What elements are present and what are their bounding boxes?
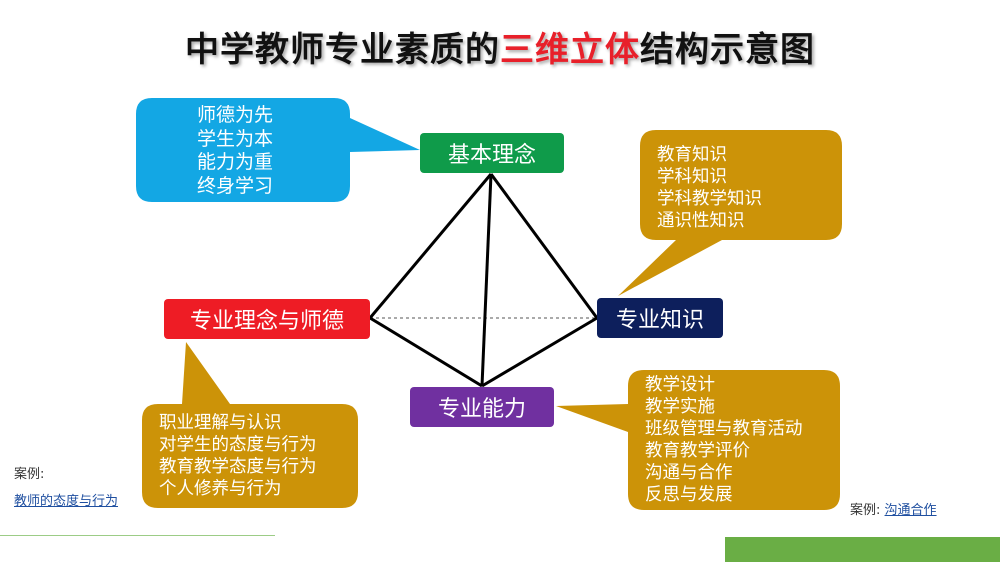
pyramid	[368, 173, 599, 388]
callout-bottom-right	[556, 370, 840, 510]
pyramid-edge	[480, 173, 493, 387]
page-title: 中学教师专业素质的三维立体结构示意图	[0, 22, 1000, 71]
callout-item: 教育教学评价	[645, 441, 750, 461]
node-professional-ability: 专业能力	[410, 387, 554, 427]
callout-top-right	[618, 130, 842, 296]
callout-bottom-right-text: 教学设计 教学实施 班级管理与教育活动 教育教学评价 沟通与合作 反思与发展	[645, 374, 803, 506]
pyramid-edge	[369, 316, 483, 388]
pyramid-edge	[368, 173, 493, 319]
callout-item: 对学生的态度与行为	[159, 435, 317, 455]
case-right-label: 案例:	[850, 503, 881, 518]
callout-item: 班级管理与教育活动	[645, 419, 803, 439]
case-left-link[interactable]: 教师的态度与行为	[14, 494, 119, 509]
title-highlight: 三维立体	[500, 30, 640, 70]
pyramid-edge	[489, 173, 599, 319]
callout-item: 反思与发展	[645, 485, 733, 505]
callout-item: 能力为重	[197, 151, 274, 173]
case-right-link[interactable]: 沟通合作	[884, 503, 937, 518]
callout-item: 沟通与合作	[645, 463, 733, 483]
case-right: 案例: 沟通合作	[850, 499, 937, 518]
callout-item: 学科知识	[657, 167, 727, 187]
node-professional-knowledge: 专业知识	[597, 298, 723, 338]
callout-top-right-text: 教育知识 学科知识 学科教学知识 通识性知识	[657, 144, 762, 232]
callout-item: 学科教学知识	[657, 189, 762, 209]
title-part2: 结构示意图	[640, 30, 815, 70]
bottom-divider-line	[0, 535, 275, 536]
callout-top-left	[136, 98, 420, 202]
callout-item: 通识性知识	[657, 211, 745, 231]
title-part1: 中学教师专业素质的	[185, 30, 500, 70]
callout-item: 教育教学态度与行为	[159, 457, 317, 477]
callout-item: 师德为先	[197, 104, 274, 126]
pyramid-edge	[481, 316, 598, 388]
callout-item: 教学实施	[645, 397, 715, 417]
case-left: 案例: 教师的态度与行为	[14, 463, 118, 509]
case-left-label: 案例:	[14, 467, 45, 482]
callout-item: 个人修养与行为	[159, 479, 282, 499]
callout-item: 终身学习	[197, 174, 274, 197]
bottom-accent-bar	[725, 537, 1000, 562]
callout-item: 职业理解与认识	[159, 413, 282, 433]
callout-bottom-left	[142, 342, 358, 508]
callout-item: 教学设计	[645, 375, 715, 395]
callout-top-left-text: 师德为先 学生为本 能力为重 终身学习	[197, 104, 273, 198]
callout-item: 学生为本	[197, 127, 274, 150]
callout-bottom-left-text: 职业理解与认识 对学生的态度与行为 教育教学态度与行为 个人修养与行为	[159, 412, 317, 500]
callout-item: 教育知识	[657, 145, 727, 165]
node-basic-concept: 基本理念	[420, 133, 564, 173]
node-professional-ethics: 专业理念与师德	[164, 299, 370, 339]
